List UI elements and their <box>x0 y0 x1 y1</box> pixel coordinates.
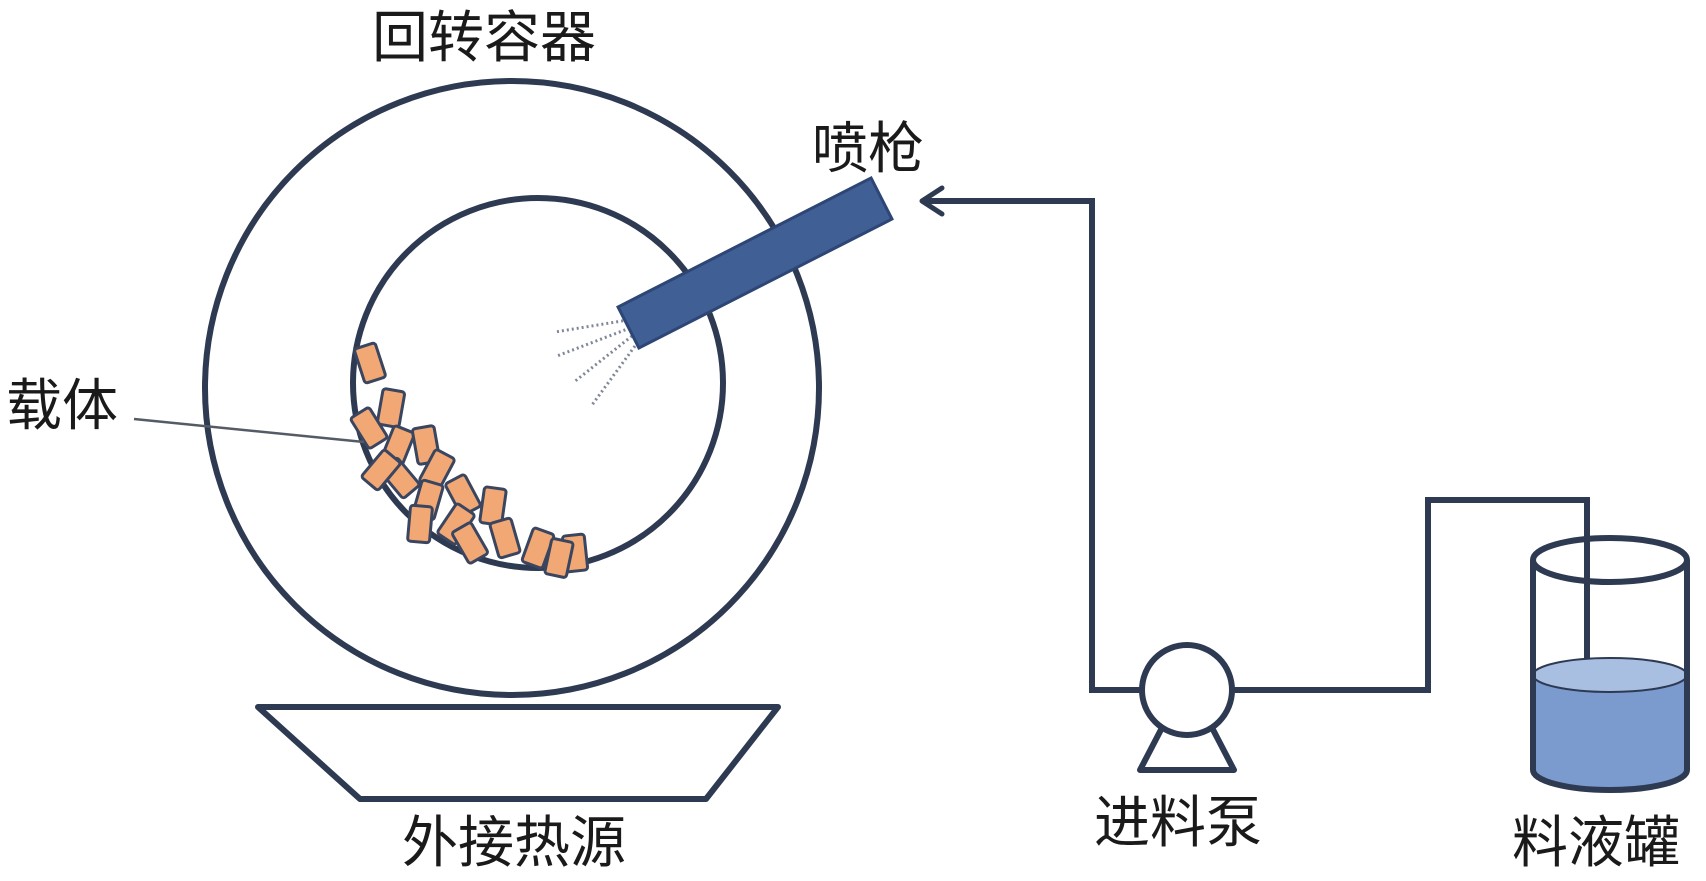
tank-wall <box>1530 560 1690 793</box>
spray-stream <box>556 326 631 358</box>
label-liquid-tank: 料液罐 <box>1512 811 1680 876</box>
spray-stream <box>590 345 637 406</box>
label-spray-gun: 喷枪 <box>812 117 924 182</box>
tank-rim <box>1530 535 1690 585</box>
label-rotary-container: 回转容器 <box>372 6 596 71</box>
carrier-particle <box>376 387 406 429</box>
label-external-heat-source: 外接热源 <box>402 811 626 876</box>
spray-stream <box>573 334 633 384</box>
spray-stream <box>554 318 629 334</box>
spray-mist <box>554 318 637 406</box>
liquid-tank <box>1530 535 1690 793</box>
spray-gun <box>616 176 894 350</box>
carrier-particle <box>406 503 434 545</box>
arrow-head <box>919 185 945 217</box>
carrier-particle <box>353 341 387 385</box>
carrier-particle <box>360 448 402 492</box>
tank-liquid <box>1533 675 1687 790</box>
carrier-particle <box>543 537 575 579</box>
carrier-particle <box>488 516 522 560</box>
carrier-particle <box>444 473 482 517</box>
tank-liquid-surface <box>1532 657 1688 693</box>
label-carrier: 载体 <box>6 374 118 439</box>
carrier-particle <box>349 406 389 450</box>
feed-pipe-from-tank <box>1232 497 1590 693</box>
carrier-leader-line <box>133 417 365 444</box>
pump-body <box>1139 642 1235 738</box>
carrier-particles <box>349 341 590 579</box>
outer-drum <box>202 78 822 698</box>
feed-pump <box>1137 642 1237 773</box>
label-feed-pump: 进料泵 <box>1094 791 1262 856</box>
rotary-container <box>202 78 822 698</box>
external-heat-source <box>255 704 781 802</box>
feed-pipe-to-gun <box>925 198 1142 693</box>
carrier-particle <box>451 521 489 565</box>
